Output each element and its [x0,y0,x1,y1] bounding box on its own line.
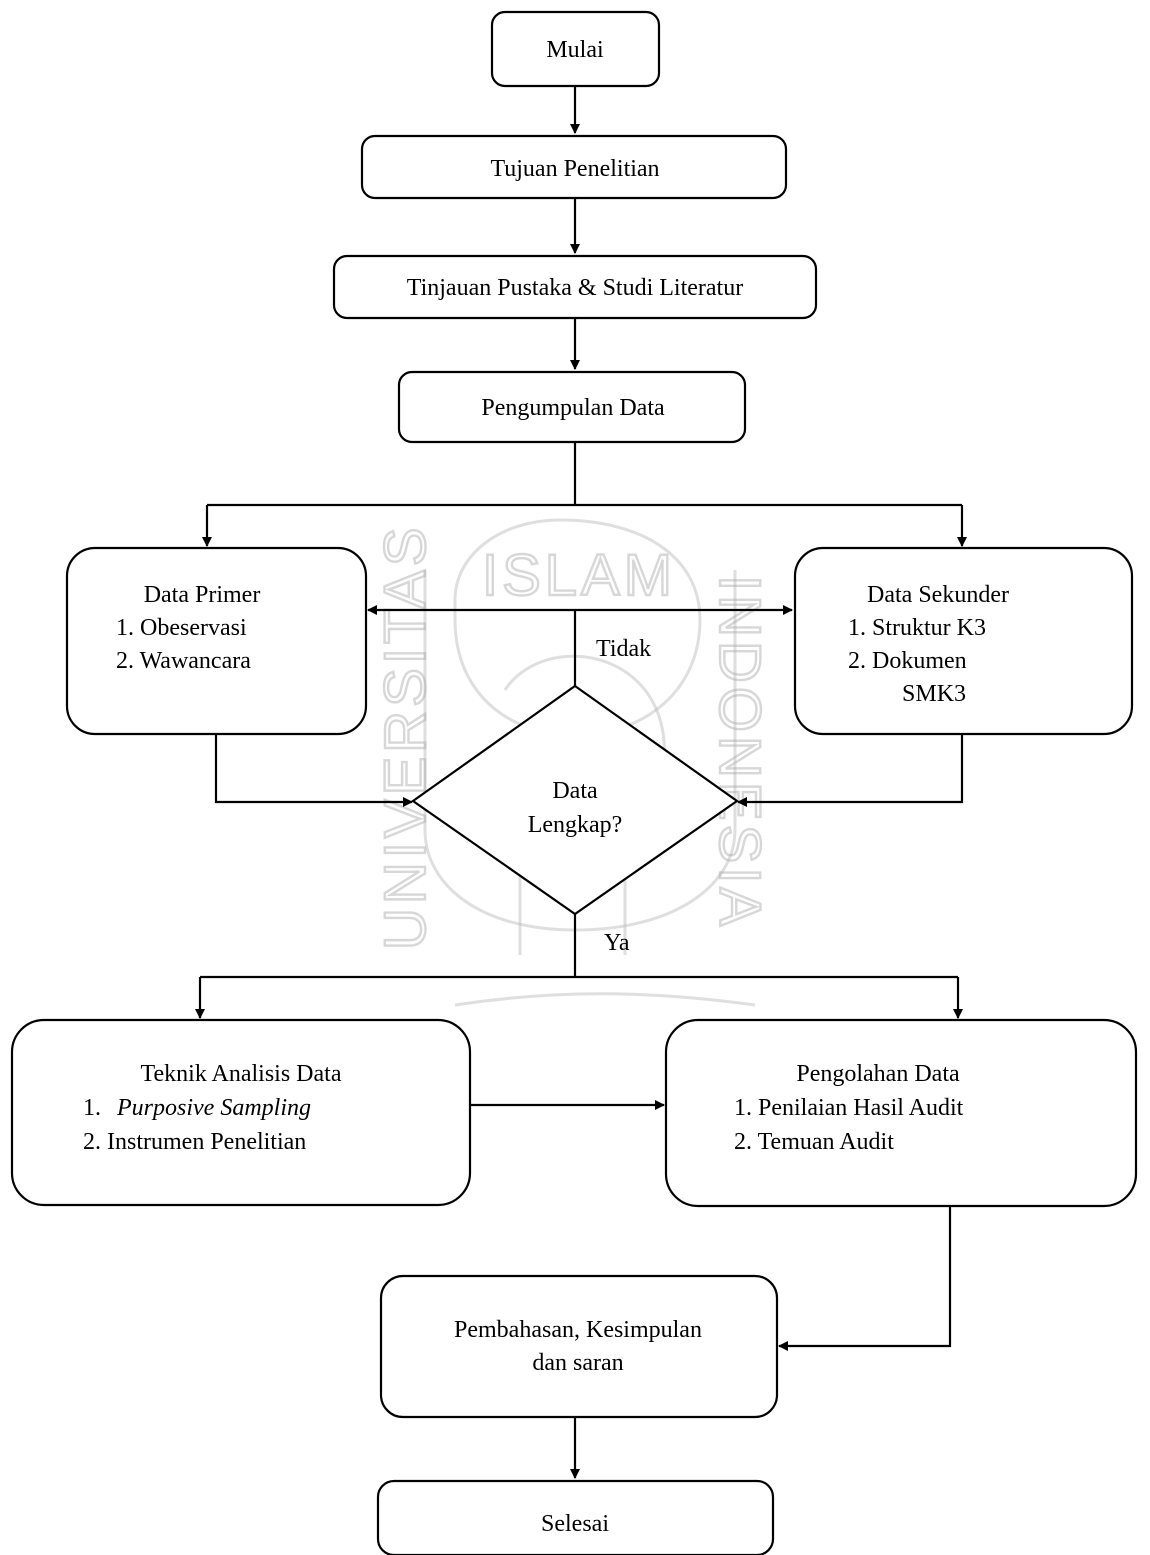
data-collection-label: Pengumpulan Data [481,395,665,421]
processing-title: Pengolahan Data [796,1061,960,1087]
processing-item-1: 1. Penilaian Hasil Audit [734,1095,964,1121]
data-processing-node: Pengolahan Data 1. Penilaian Hasil Audit… [664,1018,1138,1208]
watermark-right-text: INDONESIA [707,575,772,930]
discussion-line-2: dan saran [532,1350,623,1376]
analysis-title: Teknik Analisis Data [141,1061,342,1087]
discussion-line-1: Pembahasan, Kesimpulan [454,1317,702,1343]
finish-label: Selesai [541,1511,609,1537]
data-complete-decision: Data Lengkap? [411,684,739,916]
literature-review-node: Tinjauan Pustaka & Studi Literatur [332,254,818,320]
flow-connectors [195,86,967,1479]
start-label: Mulai [546,37,604,63]
analysis-item-2: 2. Instrumen Penelitian [83,1129,306,1155]
decision-line-1: Data [552,778,598,804]
arrow-secondary-to-decision [737,734,964,807]
secondary-data-title: Data Sekunder [867,582,1009,608]
data-collection-node: Pengumpulan Data [397,370,747,444]
no-label: Tidak [596,636,651,662]
secondary-data-item-2-line-2: SMK3 [902,681,966,707]
purpose-label: Tujuan Penelitian [490,156,659,182]
arrow-processing-to-discussion [778,1206,952,1351]
yes-label: Ya [604,930,630,956]
analysis-item-1-number: 1. [83,1095,101,1121]
secondary-data-item-2-line-1: 2. Dokumen [848,648,967,674]
primary-data-node: Data Primer 1. Obeservasi 2. Wawancara [65,546,368,736]
decision-line-2: Lengkap? [528,812,623,838]
arrow-primary-to-decision [214,734,413,807]
discussion-node: Pembahasan, Kesimpulan dan saran [379,1274,779,1419]
watermark-top-text: ISLAM [482,543,676,608]
analysis-technique-node: Teknik Analisis Data 1. Purposive Sampli… [10,1018,472,1207]
watermark-left-text: UNIVERSITAS [373,524,438,950]
secondary-data-node: Data Sekunder 1. Struktur K3 2. Dokumen … [793,546,1134,736]
purpose-node: Tujuan Penelitian [360,134,788,200]
primary-data-item-2: 2. Wawancara [116,648,251,674]
university-watermark: ISLAM UNIVERSITAS INDONESIA [372,518,773,1007]
primary-data-title: Data Primer [144,582,261,608]
analysis-item-1-text: Purposive Sampling [116,1095,311,1121]
primary-data-item-1: 1. Obeservasi [116,615,247,641]
secondary-data-item-1: 1. Struktur K3 [848,615,986,641]
finish-node: Selesai [376,1479,775,1555]
start-node: Mulai [490,10,661,88]
literature-review-label: Tinjauan Pustaka & Studi Literatur [407,275,743,301]
processing-item-2: 2. Temuan Audit [734,1129,894,1155]
